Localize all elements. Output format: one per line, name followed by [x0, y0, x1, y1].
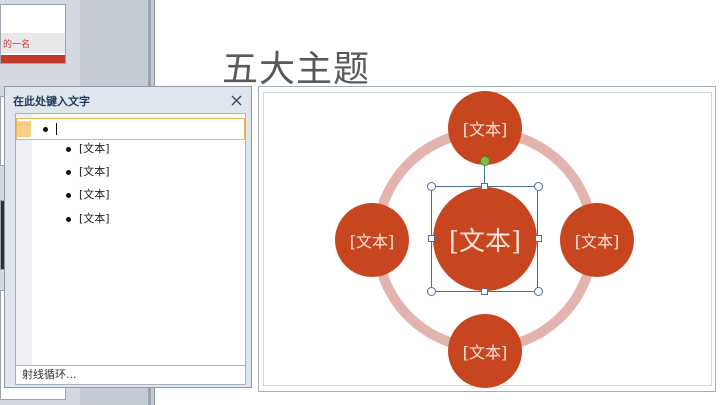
- thumbnail-red-band: [1, 55, 65, 63]
- text-pane: 在此处键入文字 [文本] [文本] [文本] [文本] 射线循环...: [4, 86, 252, 388]
- smartart-node-top[interactable]: [文本]: [448, 91, 522, 165]
- text-pane-item[interactable]: [文本]: [66, 138, 110, 160]
- close-icon[interactable]: [230, 94, 243, 107]
- text-pane-active-item[interactable]: [16, 118, 245, 140]
- text-pane-item[interactable]: [文本]: [66, 184, 110, 206]
- item-text: [文本]: [79, 165, 110, 178]
- selection-box: [431, 186, 538, 292]
- resize-handle-se[interactable]: [534, 287, 543, 296]
- resize-handle-n[interactable]: [481, 183, 488, 190]
- thumbnail-band: [1, 33, 65, 53]
- resize-handle-sw[interactable]: [427, 287, 436, 296]
- item-text: [文本]: [79, 188, 110, 201]
- text-pane-title: 在此处键入文字: [13, 95, 90, 108]
- bullet: [66, 146, 71, 152]
- text-pane-item[interactable]: [文本]: [66, 208, 110, 230]
- text-pane-gutter: [16, 114, 32, 382]
- resize-handle-e[interactable]: [535, 235, 542, 242]
- resize-handle-s[interactable]: [481, 288, 488, 295]
- resize-handle-ne[interactable]: [534, 182, 543, 191]
- text-caret: [56, 123, 57, 135]
- smartart-node-right[interactable]: [文本]: [560, 203, 634, 277]
- thumbnail-text: 的一名: [3, 40, 31, 50]
- smartart-node-left[interactable]: [文本]: [335, 203, 409, 277]
- text-pane-item[interactable]: [文本]: [66, 161, 110, 183]
- slide-thumbnail[interactable]: 的一名: [0, 4, 66, 64]
- resize-handle-nw[interactable]: [427, 182, 436, 191]
- smartart-node-bottom[interactable]: [文本]: [448, 314, 522, 388]
- layout-name-link[interactable]: 射线循环...: [15, 365, 246, 385]
- text-pane-list[interactable]: [文本] [文本] [文本] [文本]: [15, 113, 246, 383]
- bullet: [66, 169, 71, 175]
- active-item-marker: [17, 121, 31, 137]
- item-text: [文本]: [79, 142, 110, 155]
- rotate-handle-icon[interactable]: [480, 156, 490, 166]
- bullet: [66, 216, 71, 222]
- bullet: [43, 127, 48, 132]
- resize-handle-w[interactable]: [428, 235, 435, 242]
- bullet: [66, 192, 71, 198]
- rotate-line: [484, 165, 485, 186]
- smartart-node-center[interactable]: [文本]: [433, 187, 537, 291]
- item-text: [文本]: [79, 212, 110, 225]
- slide-title[interactable]: 五大主题: [222, 49, 371, 90]
